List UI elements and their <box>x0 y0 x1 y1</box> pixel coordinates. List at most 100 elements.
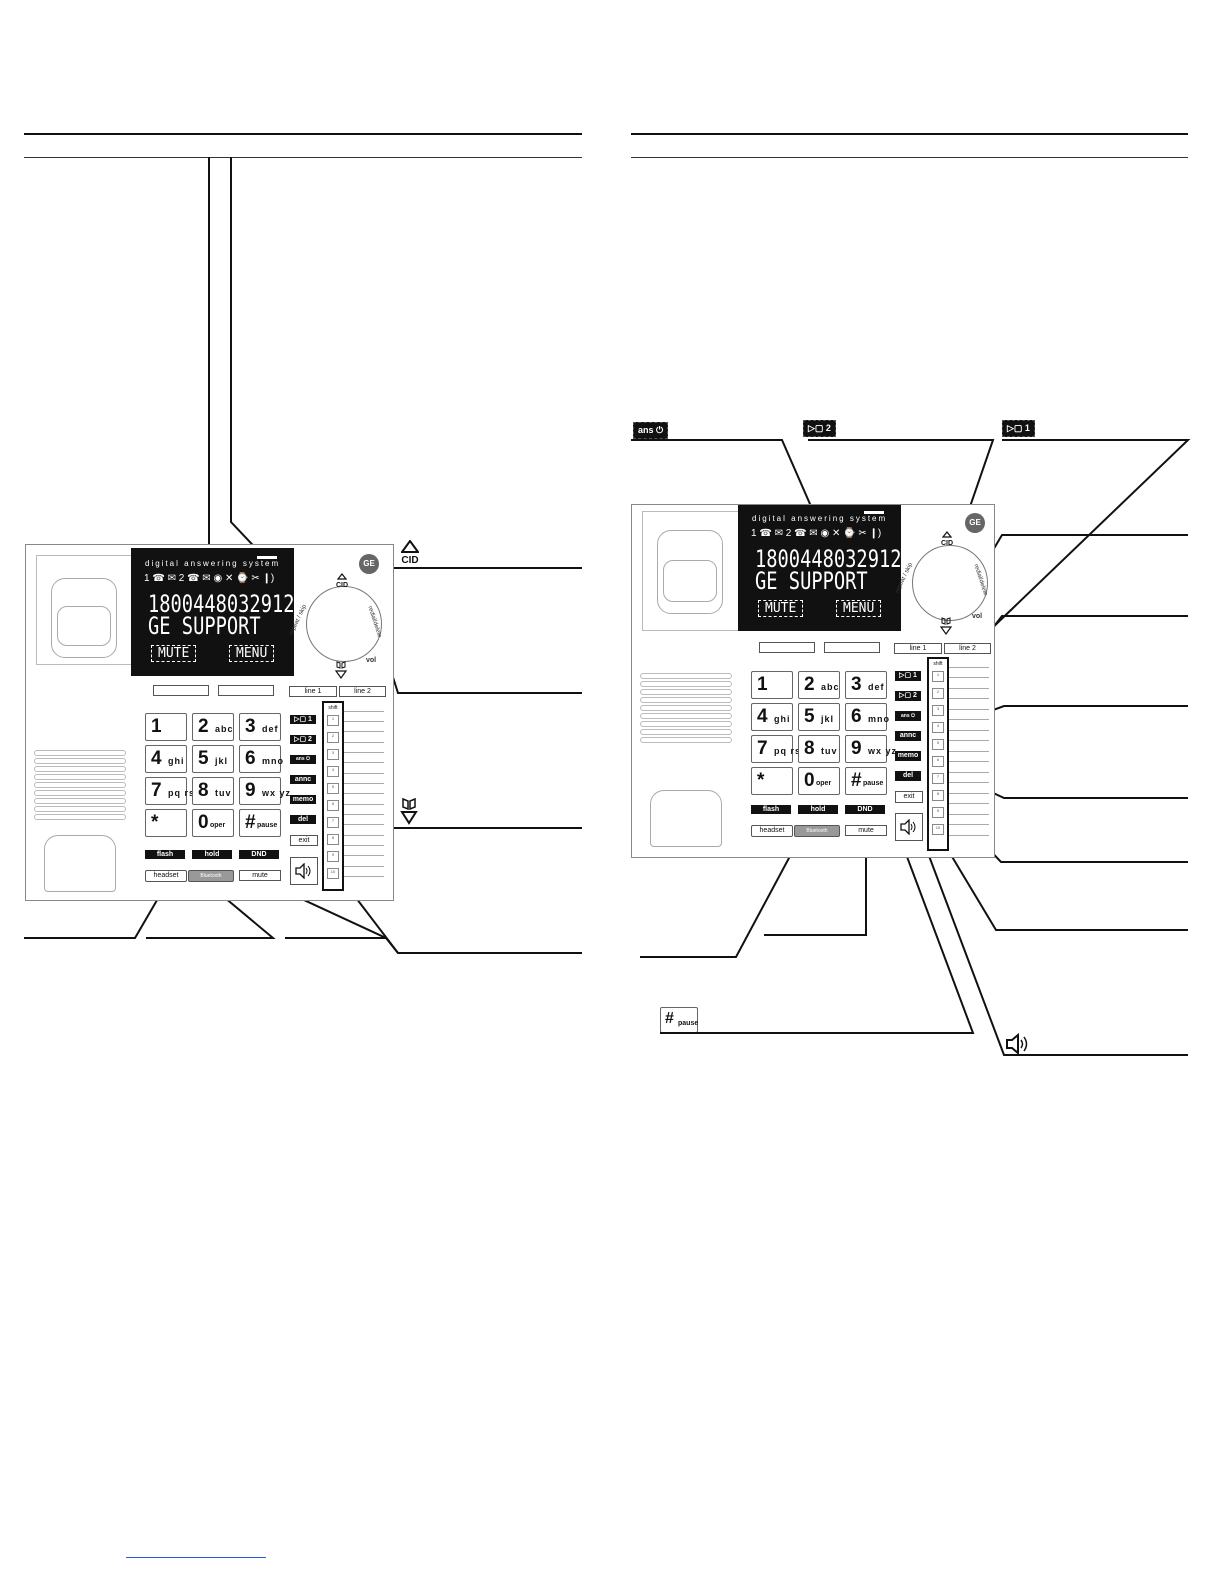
hold-button[interactable]: hold <box>798 805 838 814</box>
memo-button[interactable]: memo <box>895 751 921 761</box>
dnd-button[interactable]: DND <box>239 850 279 859</box>
flash-button[interactable]: flash <box>145 850 185 859</box>
pause-reference-digit: # <box>665 1010 674 1027</box>
memo-button[interactable]: memo <box>290 795 316 804</box>
nav-dial[interactable] <box>912 545 988 621</box>
play2-button[interactable]: ▷▢ 2 <box>290 735 316 744</box>
bluetooth-button[interactable]: Bluetooth <box>188 870 234 882</box>
annc-button[interactable]: annc <box>290 775 316 784</box>
pause-key-reference: # pause <box>660 1007 698 1033</box>
key-digit: 4 <box>151 748 162 769</box>
line2-button[interactable]: line 2 <box>339 686 386 697</box>
exit-button[interactable]: exit <box>895 791 923 803</box>
memory-slot[interactable]: 3 <box>932 705 944 716</box>
line2-button[interactable]: line 2 <box>944 643 991 654</box>
book-down-button[interactable] <box>334 661 349 684</box>
exit-button[interactable]: exit <box>290 835 318 846</box>
memory-slot[interactable]: 9 <box>932 807 944 818</box>
speakerphone-button[interactable] <box>895 813 923 841</box>
left-second-rule <box>24 157 582 158</box>
play2-button[interactable]: ▷▢ 2 <box>895 691 921 701</box>
line1-button[interactable]: line 1 <box>289 686 337 697</box>
handset-foot <box>650 790 722 847</box>
memory-slot[interactable]: 10 <box>327 868 339 879</box>
memory-slot[interactable]: 9 <box>327 851 339 862</box>
soft-key-right[interactable] <box>218 685 274 696</box>
flash-button[interactable]: flash <box>751 805 791 814</box>
key-star[interactable]: * <box>751 767 793 795</box>
soft-key-left[interactable] <box>153 685 209 696</box>
memory-slot[interactable]: 4 <box>327 766 339 777</box>
del-button[interactable]: del <box>895 771 921 781</box>
phonebook-icon <box>939 617 953 636</box>
memory-slot[interactable]: 5 <box>327 783 339 794</box>
key-star[interactable]: * <box>145 809 187 837</box>
memory-slot[interactable]: 7 <box>327 817 339 828</box>
cid-up-button[interactable]: CID <box>332 567 352 589</box>
play1-button[interactable]: ▷▢ 1 <box>895 671 921 681</box>
annc-button[interactable]: annc <box>895 731 921 741</box>
dnd-button[interactable]: DND <box>845 805 885 814</box>
ans-button[interactable]: ans ⏻ <box>895 711 921 721</box>
speakerphone-button[interactable] <box>290 857 318 885</box>
memory-slot[interactable]: 8 <box>932 790 944 801</box>
key-pound[interactable]: #pause <box>845 767 887 795</box>
memory-slot[interactable]: 2 <box>932 688 944 699</box>
key-digit: 5 <box>198 748 209 769</box>
soft-key-right[interactable] <box>824 642 880 653</box>
memory-slot[interactable]: 2 <box>327 732 339 743</box>
line1-button[interactable]: line 1 <box>894 643 942 654</box>
headset-button[interactable]: headset <box>751 825 793 837</box>
mute-button[interactable]: mute <box>239 870 281 881</box>
memory-slot[interactable]: 5 <box>932 739 944 750</box>
cid-up-button[interactable]: CID <box>937 525 957 547</box>
ans-button[interactable]: ans ⏻ <box>290 755 316 764</box>
nav-dial[interactable] <box>306 586 382 662</box>
key-pound[interactable]: #pause <box>239 809 281 837</box>
memory-slot[interactable]: 7 <box>932 773 944 784</box>
ge-logo: GE <box>965 513 985 533</box>
memory-slot[interactable]: 10 <box>932 824 944 835</box>
memory-slot[interactable]: 6 <box>327 800 339 811</box>
shift-label: shift <box>328 705 338 711</box>
del-button[interactable]: del <box>290 815 316 824</box>
memory-slot[interactable]: 3 <box>327 749 339 760</box>
memory-slot[interactable]: 1 <box>327 715 339 726</box>
key-1[interactable]: 1 <box>751 671 793 699</box>
memory-slot[interactable]: 6 <box>932 756 944 767</box>
bluetooth-button[interactable]: Bluetooth <box>794 825 840 837</box>
memory-slot[interactable]: 4 <box>932 722 944 733</box>
book-down-button[interactable] <box>939 617 954 640</box>
memory-slot[interactable]: 1 <box>932 671 944 682</box>
key-1[interactable]: 1 <box>145 713 187 741</box>
play1-button[interactable]: ▷▢ 1 <box>290 715 316 724</box>
headset-button[interactable]: headset <box>145 870 187 882</box>
hold-button[interactable]: hold <box>192 850 232 859</box>
handset-cradle <box>642 511 740 631</box>
up-triangle-icon <box>400 539 420 553</box>
key-digit: 7 <box>757 738 768 759</box>
mute-button[interactable]: mute <box>845 825 887 836</box>
soft-key-left[interactable] <box>759 642 815 653</box>
vol-label: vol <box>972 613 983 620</box>
memory-slot[interactable]: 8 <box>327 834 339 845</box>
link-underline[interactable] <box>126 1557 266 1558</box>
